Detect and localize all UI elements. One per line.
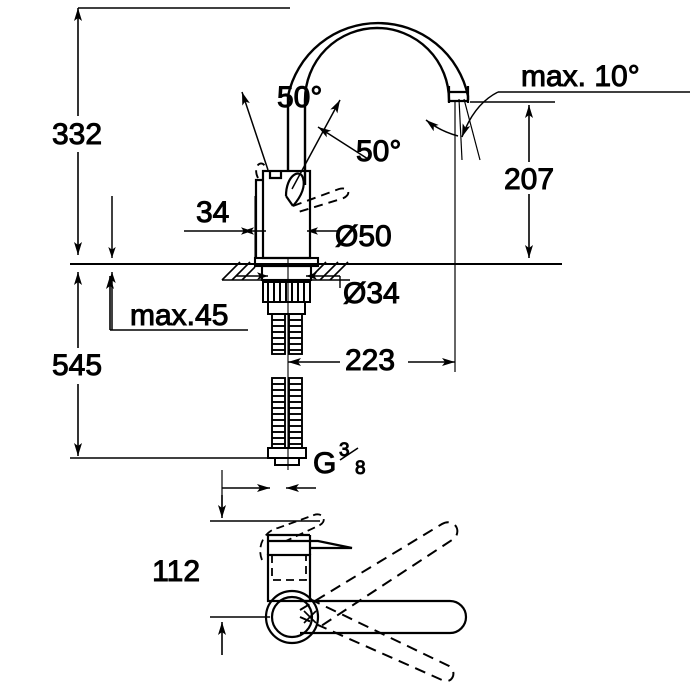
dimension-max45: max.45 xyxy=(106,276,248,332)
top-plan-view xyxy=(210,513,468,683)
dimension-34: 34 xyxy=(184,195,256,258)
dimension-d50: Ø50 xyxy=(243,186,392,258)
lever-handle xyxy=(284,172,305,207)
lever-plan-dashed xyxy=(259,513,325,581)
dim-max45-label: max.45 xyxy=(130,299,228,332)
dimension-332: 332 xyxy=(50,7,290,255)
body-plan-outline xyxy=(266,533,353,603)
dimension-223: 223 xyxy=(288,100,456,377)
dim-545-label: 545 xyxy=(52,349,102,382)
angle-50-left-label: 50° xyxy=(277,81,322,114)
dimension-d34: Ø34 xyxy=(236,272,400,310)
thread-numerator-label: 3 xyxy=(339,440,350,461)
angle-50-right-label: 50° xyxy=(356,135,401,168)
dimension-207: 207 xyxy=(470,101,562,265)
thread-denominator-label: 8 xyxy=(355,458,366,479)
dimension-545: 545 xyxy=(50,272,290,459)
thread-callout-g38: G 3 8 xyxy=(221,440,366,510)
dim-d34-label: Ø34 xyxy=(343,277,400,310)
hose-end-fitting xyxy=(267,447,307,466)
lever-handle-left-position xyxy=(255,162,267,179)
supply-hose-lower xyxy=(271,377,303,449)
dim-max10-label: max. 10° xyxy=(521,60,640,93)
dim-332-label: 332 xyxy=(52,118,102,151)
thread-letter-label: G xyxy=(313,447,336,480)
lock-nut xyxy=(262,281,311,315)
dim-112-label: 112 xyxy=(152,555,200,588)
dim-d50-label: Ø50 xyxy=(335,220,392,253)
lever-handle-open-position xyxy=(292,187,350,214)
dim-207-label: 207 xyxy=(504,163,554,196)
angle-50-left: 50° xyxy=(241,80,323,171)
supply-hose-upper xyxy=(271,313,303,355)
dim-223-label: 223 xyxy=(345,344,395,377)
spout-arc xyxy=(286,21,470,185)
spout-swivel-extremes xyxy=(299,521,459,683)
counter-hatching xyxy=(221,261,350,281)
angle-50-right: 50° xyxy=(291,99,402,190)
dim-34-label: 34 xyxy=(196,196,229,229)
spout-plan-solid xyxy=(300,599,468,635)
pivot-cross-mark xyxy=(303,610,317,624)
dimension-112: 112 xyxy=(152,495,226,655)
faucet-body xyxy=(254,169,312,260)
dimension-max10-angle: max. 10° xyxy=(425,59,690,161)
